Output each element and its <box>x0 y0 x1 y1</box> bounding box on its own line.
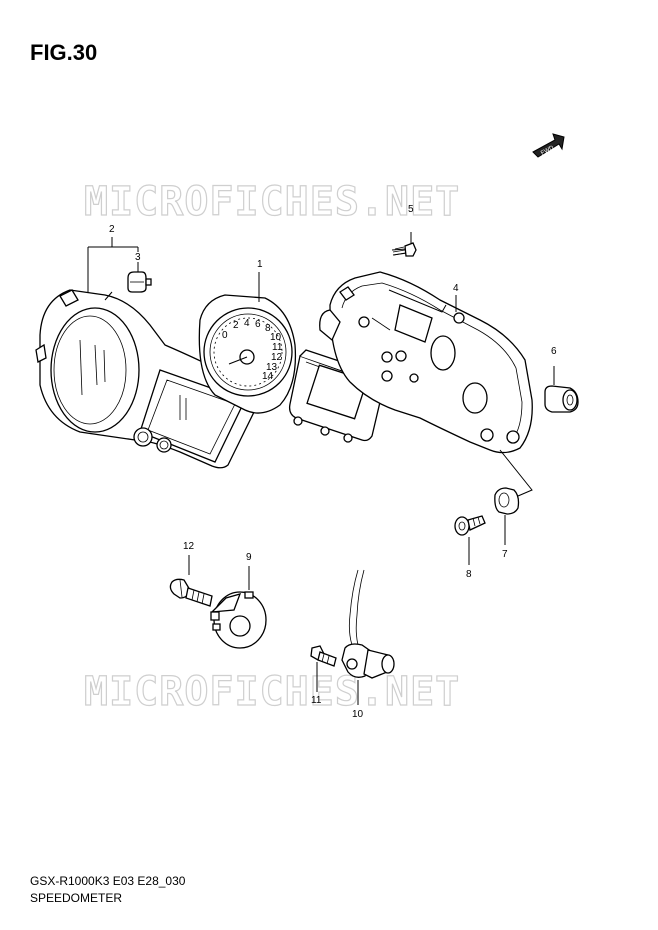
cushion-icon <box>494 487 520 545</box>
watermark-top: MICROFICHES.NET <box>83 179 461 225</box>
tachometer-gauge-icon: 0 2 4 6 8 10 11 12 13 14 <box>198 294 297 414</box>
callout-12: 12 <box>183 541 195 552</box>
fwd-arrow-icon: FWD <box>532 133 565 158</box>
rubber-grommet-icon <box>127 271 152 293</box>
callout-2: 2 <box>109 224 115 235</box>
callout-8: 8 <box>466 569 472 580</box>
gauge-num-12: 12 <box>271 352 283 363</box>
gauge-num-11: 11 <box>272 342 283 353</box>
gauge-num-14: 14 <box>262 371 274 382</box>
leader-lines <box>87 237 533 497</box>
gauge-num-13: 13 <box>266 362 278 373</box>
diagram-code: GSX-R1000K3 E03 E28_030 <box>30 874 186 888</box>
callout-7: 7 <box>502 549 508 560</box>
gauge-num-0: 0 <box>222 330 228 341</box>
callout-6: 6 <box>551 346 557 357</box>
cushion-icon <box>544 366 579 413</box>
gauge-num-4: 4 <box>244 318 250 329</box>
gauge-num-2: 2 <box>233 320 239 331</box>
gauge-num-10: 10 <box>270 332 282 343</box>
callout-4: 4 <box>453 283 459 294</box>
callout-11: 11 <box>311 695 322 706</box>
bolt-icon <box>169 555 213 607</box>
diagram-name: SPEEDOMETER <box>30 891 123 905</box>
speed-sensor-rotor-icon <box>210 566 267 649</box>
gauge-num-8: 8 <box>265 323 271 334</box>
bolt-icon <box>454 515 486 565</box>
screw-icon <box>391 232 417 257</box>
callout-5: 5 <box>408 204 414 215</box>
speed-sensor-icon <box>341 569 395 705</box>
callout-10: 10 <box>352 709 364 720</box>
gauge-num-6: 6 <box>255 319 261 330</box>
figure-title: FIG.30 <box>30 40 98 65</box>
meter-case-rear-icon <box>319 271 533 454</box>
callouts: 1 2 3 4 5 6 7 8 9 10 11 12 <box>109 204 557 720</box>
callout-1: 1 <box>257 259 263 270</box>
callout-9: 9 <box>246 552 252 563</box>
callout-3: 3 <box>135 252 141 263</box>
watermark-bottom: MICROFICHES.NET <box>83 669 461 715</box>
bolt-icon <box>310 645 337 692</box>
